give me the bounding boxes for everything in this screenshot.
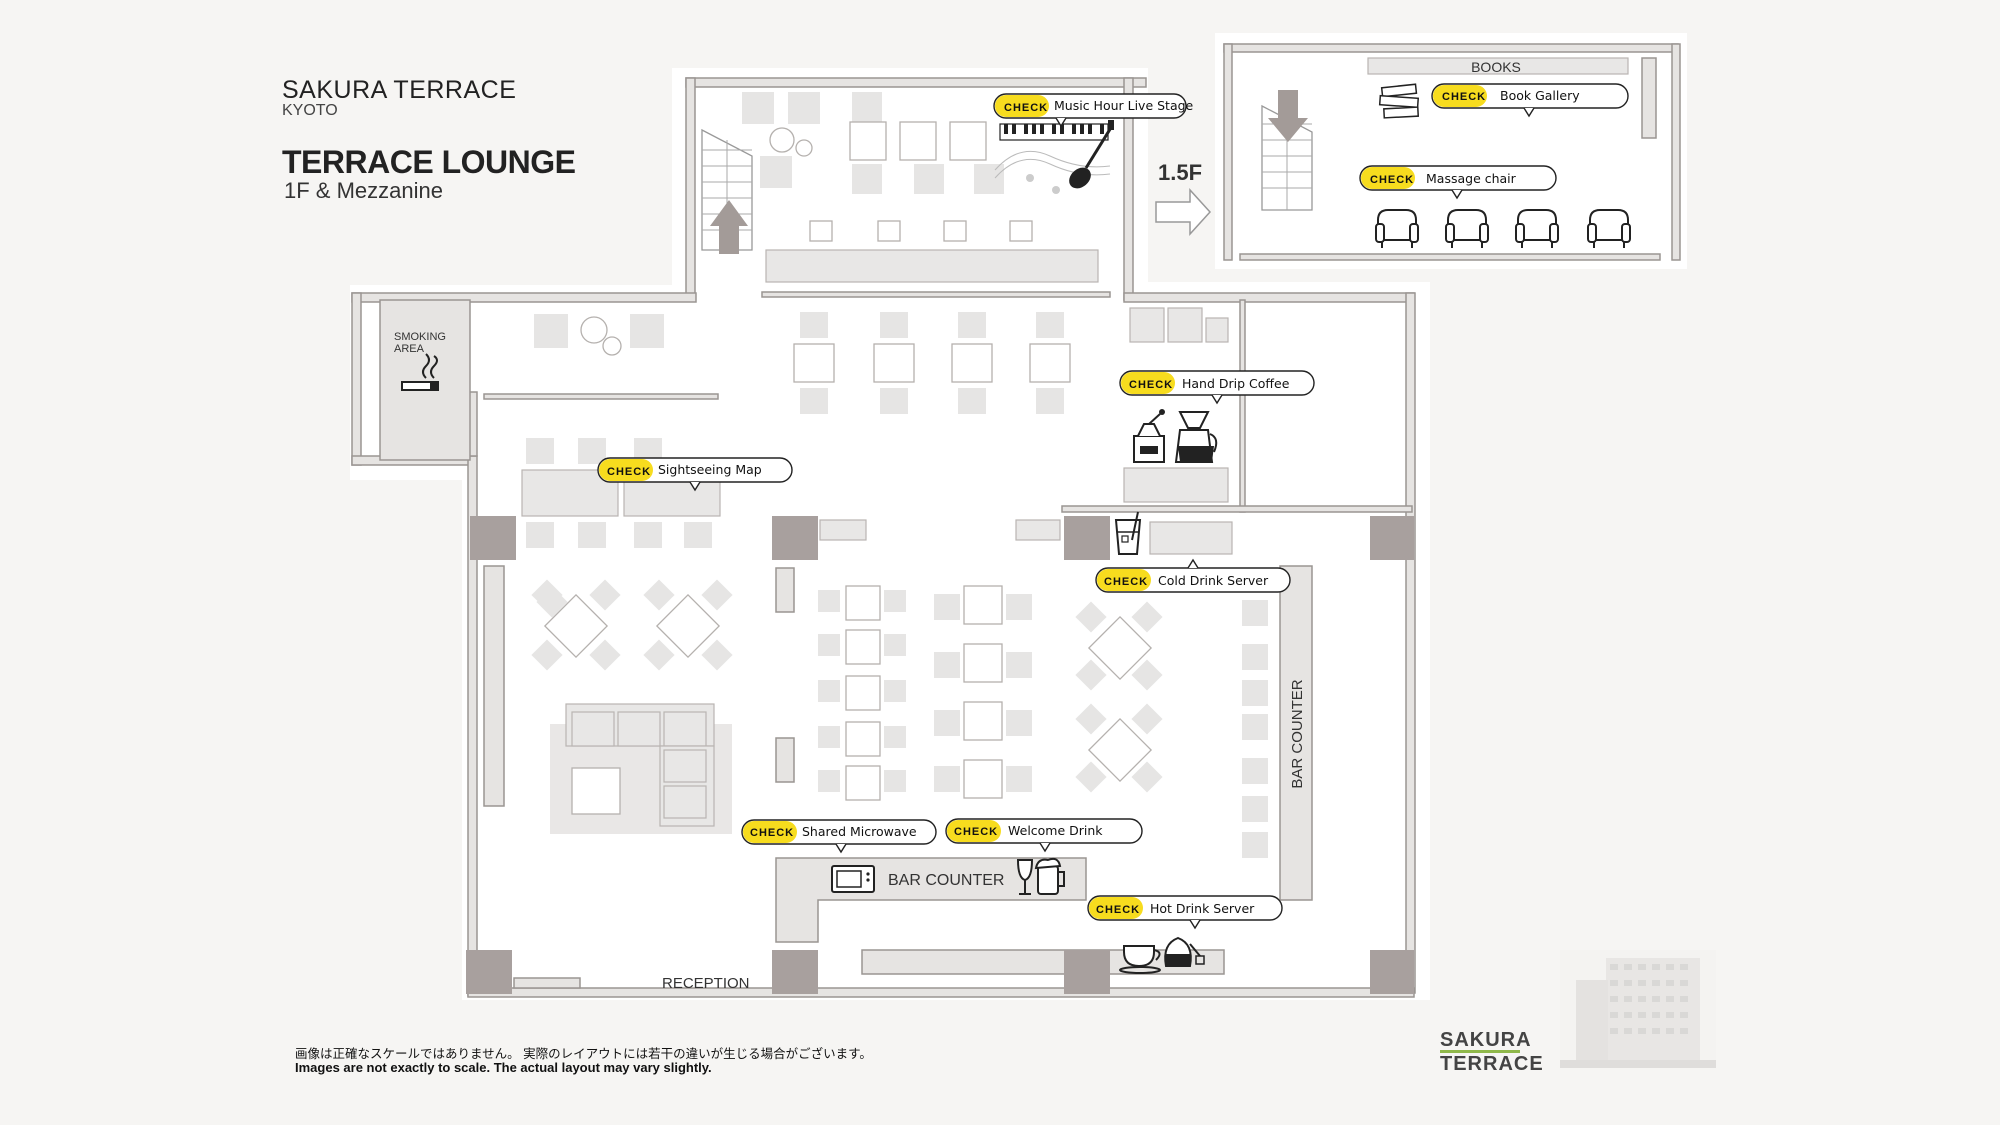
callout-book-gallery[interactable]: CHECK Book Gallery <box>1431 83 1629 118</box>
check-badge: CHECK <box>1129 379 1173 391</box>
coffee-grinder-icon <box>1133 409 1165 463</box>
callout-microwave[interactable]: CHECK Shared Microwave <box>741 819 937 854</box>
check-badge: CHECK <box>954 826 998 838</box>
arrow-down-icon <box>1268 90 1308 142</box>
check-badge: CHECK <box>1104 576 1148 588</box>
guitar-icon <box>1069 120 1114 189</box>
callout-label: Welcome Drink <box>1008 823 1103 838</box>
bar-counter-label: BAR COUNTER <box>888 872 1004 889</box>
cold-drink-counter <box>1149 521 1233 555</box>
check-badge: CHECK <box>607 466 651 478</box>
beer-mug-icon <box>1034 857 1065 895</box>
callout-label: Sightseeing Map <box>658 462 762 477</box>
check-badge: CHECK <box>1442 91 1486 103</box>
city-name: KYOTO <box>282 102 338 119</box>
coffee-dripper-icon <box>1174 411 1218 463</box>
callout-sightseeing[interactable]: CHECK Sightseeing Map <box>597 457 793 492</box>
callout-label: Shared Microwave <box>802 824 917 839</box>
callout-massage-chair[interactable]: CHECK Massage chair <box>1359 165 1557 200</box>
page-subtitle: 1F & Mezzanine <box>284 178 443 203</box>
logo-line-2: TERRACE <box>1440 1050 1543 1074</box>
brand-name: SAKURA TERRACE <box>282 76 517 104</box>
brand-logo: SAKURA TERRACE <box>1440 1029 1543 1074</box>
page-title: TERRACE LOUNGE <box>282 144 576 180</box>
coffee-cup-icon <box>1119 945 1161 974</box>
reception-label: RECEPTION <box>662 975 750 992</box>
iced-drink-icon <box>1114 511 1142 555</box>
callout-hand-drip[interactable]: CHECK Hand Drip Coffee <box>1119 370 1315 405</box>
check-badge: CHECK <box>1370 174 1414 186</box>
coffee-nook-furniture <box>1123 307 1229 503</box>
check-badge: CHECK <box>1096 904 1140 916</box>
bar-stools <box>1242 600 1268 858</box>
massage-chair-icon <box>1375 209 1631 248</box>
logo-line-1: SAKURA <box>1440 1029 1532 1051</box>
sofa-set <box>550 703 732 834</box>
smoking-label-2: AREA <box>394 343 425 355</box>
bar-counter-vertical-label: BAR COUNTER <box>1289 679 1306 788</box>
callout-label: Music Hour Live Stage <box>1054 98 1194 113</box>
pillars <box>466 516 1414 994</box>
check-badge: CHECK <box>750 827 794 839</box>
teapot-icon <box>1164 936 1205 967</box>
arrow-up-icon <box>710 200 748 254</box>
check-badge: CHECK <box>1004 102 1048 114</box>
smoking-room <box>379 299 471 461</box>
callout-label: Massage chair <box>1426 171 1517 186</box>
side-counter-2 <box>819 519 867 541</box>
interior-partitions <box>483 291 1413 989</box>
stage-furniture <box>742 92 1099 283</box>
side-counter <box>1015 519 1061 541</box>
callout-welcome-drink[interactable]: CHECK Welcome Drink <box>945 818 1143 853</box>
central-tables <box>818 585 1032 801</box>
books-icon <box>1378 83 1420 119</box>
scale-note-en: Images are not exactly to scale. The act… <box>295 1060 712 1075</box>
callout-cold-drink[interactable]: CHECK Cold Drink Server <box>1095 558 1291 593</box>
mezzanine-level-label: 1.5F <box>1158 160 1202 185</box>
arrow-right-icon <box>1155 188 1212 236</box>
smoking-icon <box>401 353 439 391</box>
microwave-icon <box>831 865 875 893</box>
bookshelf <box>1367 57 1629 75</box>
callout-music-stage[interactable]: CHECK Music Hour Live Stage <box>993 93 1194 128</box>
smoking-label-1: SMOKING <box>394 331 446 343</box>
callout-label: Book Gallery <box>1500 88 1580 103</box>
callout-label: Cold Drink Server <box>1158 573 1269 588</box>
books-label: BOOKS <box>1471 59 1521 75</box>
outer-walls <box>351 43 1681 998</box>
central-top-tables <box>793 312 1071 414</box>
building-illustration <box>1560 950 1716 1068</box>
callout-label: Hot Drink Server <box>1150 901 1255 916</box>
callout-label: Hand Drip Coffee <box>1182 376 1290 391</box>
wine-glass-icon <box>1016 859 1034 895</box>
scale-note-ja: 画像は正確なスケールではありません。 実際のレイアウトには若干の違いが生じる場合… <box>295 1047 872 1061</box>
callout-hot-drink[interactable]: CHECK Hot Drink Server <box>1087 895 1283 930</box>
